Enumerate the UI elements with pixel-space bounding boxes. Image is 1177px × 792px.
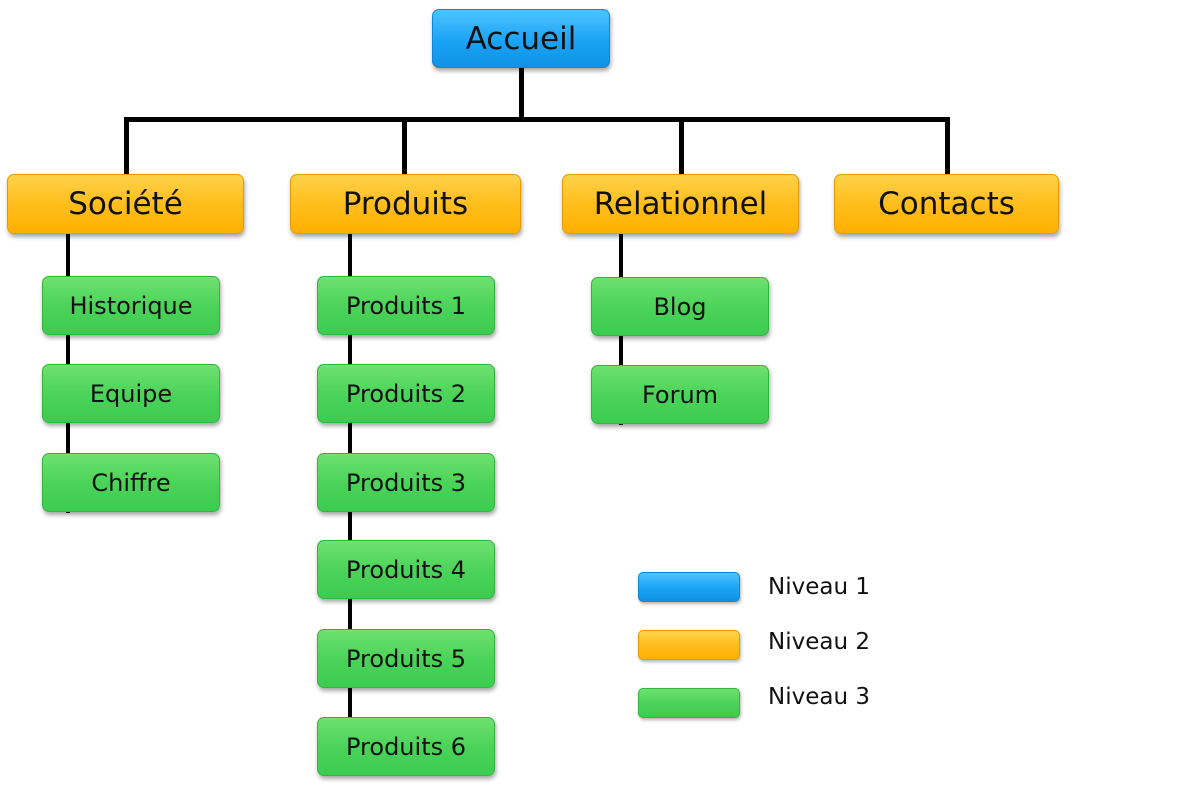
node-equipe[interactable]: Equipe bbox=[42, 364, 220, 423]
node-produits-6[interactable]: Produits 6 bbox=[317, 717, 495, 776]
node-historique[interactable]: Historique bbox=[42, 276, 220, 335]
node-relationnel[interactable]: Relationnel bbox=[562, 174, 799, 234]
connector-drop-relationnel bbox=[679, 117, 684, 175]
node-produits-3[interactable]: Produits 3 bbox=[317, 453, 495, 512]
connector-drop-contacts bbox=[945, 117, 950, 175]
node-accueil[interactable]: Accueil bbox=[432, 9, 610, 68]
connector-root-down bbox=[519, 66, 524, 119]
node-chiffre[interactable]: Chiffre bbox=[42, 453, 220, 512]
node-produits-1[interactable]: Produits 1 bbox=[317, 276, 495, 335]
node-societe[interactable]: Société bbox=[7, 174, 244, 234]
legend-label-level3: Niveau 3 bbox=[768, 684, 870, 710]
node-contacts[interactable]: Contacts bbox=[834, 174, 1059, 234]
node-produits-5[interactable]: Produits 5 bbox=[317, 629, 495, 688]
legend-label-level2: Niveau 2 bbox=[768, 629, 870, 655]
node-produits-2[interactable]: Produits 2 bbox=[317, 364, 495, 423]
legend-label-level1: Niveau 1 bbox=[768, 574, 870, 600]
node-blog[interactable]: Blog bbox=[591, 277, 769, 336]
connector-drop-societe bbox=[124, 117, 129, 175]
node-produits-4[interactable]: Produits 4 bbox=[317, 540, 495, 599]
node-produits[interactable]: Produits bbox=[290, 174, 521, 234]
legend-swatch-level1 bbox=[638, 572, 740, 602]
legend-swatch-level3 bbox=[638, 688, 740, 718]
connector-drop-produits bbox=[402, 117, 407, 175]
node-forum[interactable]: Forum bbox=[591, 365, 769, 424]
connector-horizontal-bar bbox=[124, 117, 950, 122]
legend-swatch-level2 bbox=[638, 630, 740, 660]
